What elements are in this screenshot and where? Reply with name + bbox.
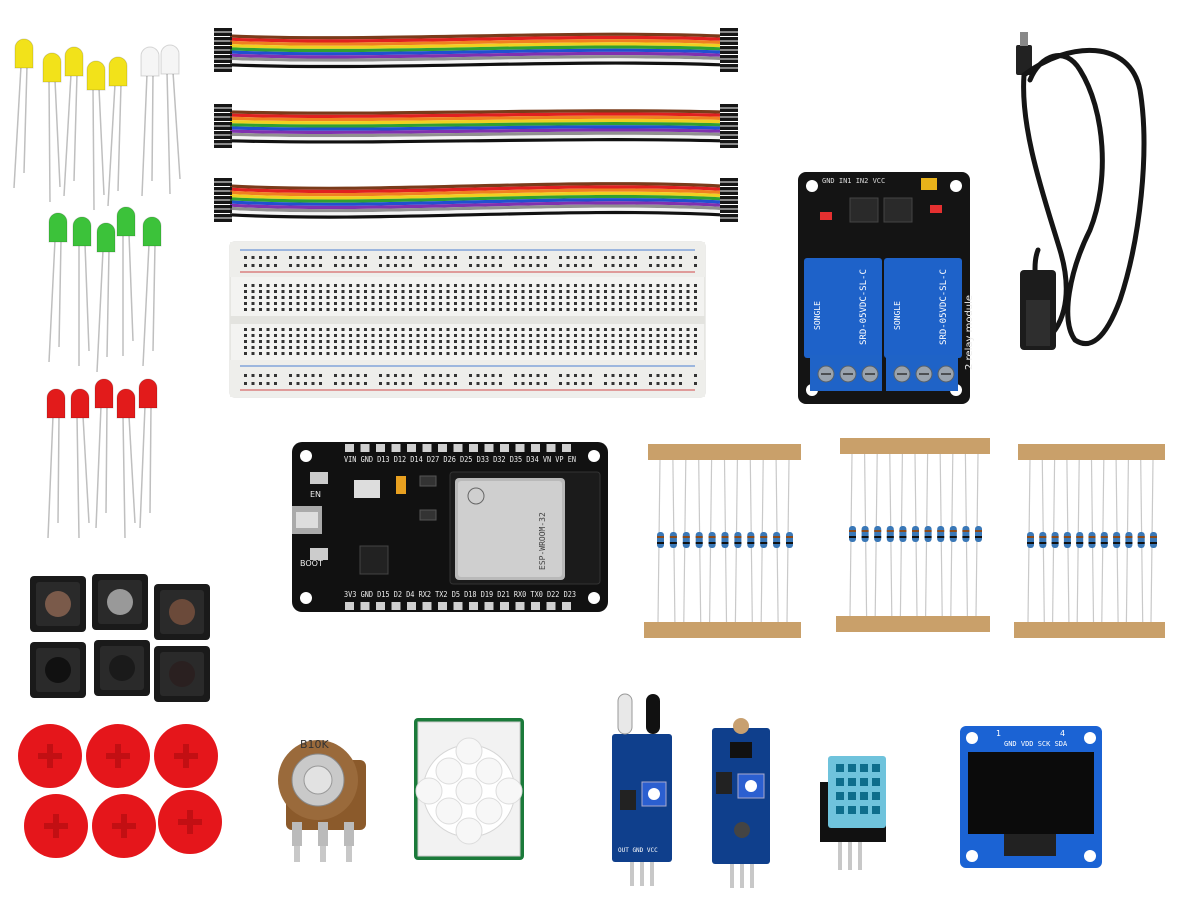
relay-header-top: GND IN1 IN2 VCC [822, 177, 885, 185]
jumper-bundle-female-female [214, 104, 738, 148]
esp32-header-pins [345, 444, 571, 610]
tactile-button [30, 576, 86, 632]
light-sensor-module [712, 718, 770, 888]
led-yellow [107, 56, 128, 207]
potentiometer-label: B10K [300, 738, 330, 751]
oled-pin-first: 1 [996, 729, 1001, 738]
relay-screw-terminals [817, 365, 955, 383]
resistor-strip-2 [836, 438, 990, 632]
resistor-strip-1 [644, 444, 801, 638]
led-yellow [63, 46, 84, 197]
led-green [142, 216, 162, 367]
ir-obstacle-sensor: OUT GND VCC [612, 693, 672, 886]
esp32-top-pin-labels: VIN GND D13 D12 D14 D27 D26 D25 D33 D32 … [344, 455, 576, 464]
potentiometer: B10K [278, 738, 366, 862]
led-white [140, 46, 160, 197]
relay-2-model: SRD-05VDC-SL-C [939, 269, 949, 345]
tactile-button [92, 574, 148, 630]
esp32-bottom-pin-labels: 3V3 GND D15 D2 D4 RX2 TX2 D5 D18 D19 D21… [344, 590, 576, 599]
ir-sensor-pins: OUT GND VCC [618, 847, 658, 854]
red-button-cap [158, 790, 222, 854]
led-yellow [13, 38, 34, 189]
pir-fresnel-lens [415, 737, 523, 845]
breadboard-holes [244, 256, 697, 385]
tactile-button [154, 584, 210, 640]
led-green [72, 216, 92, 366]
led-green [96, 222, 116, 373]
led-red [138, 378, 158, 529]
red-button-cap [24, 794, 88, 858]
led-yellow [42, 52, 62, 203]
led-red [94, 378, 114, 529]
esp32-en-label: EN [310, 490, 321, 499]
led-red [116, 388, 136, 539]
button-caps-red [18, 724, 222, 858]
led-green [48, 212, 68, 363]
resistor-strips [644, 438, 1165, 638]
relay-2-brand: SONGLE [893, 301, 902, 330]
led-red [70, 388, 90, 539]
led-white [160, 44, 181, 195]
esp32-dev-board: VIN GND D13 D12 D14 D27 D26 D25 D33 D32 … [292, 442, 608, 612]
red-button-cap [92, 794, 156, 858]
led-groups [13, 38, 181, 539]
relay-1-brand: SONGLE [813, 301, 822, 330]
tactile-push-buttons [30, 574, 210, 702]
tactile-button [94, 640, 150, 696]
oled-display: 1 4 GND VDD SCK SDA [960, 726, 1102, 868]
red-button-cap [86, 724, 150, 788]
jumper-bundle-male-female [214, 178, 738, 222]
dht-vents [836, 764, 880, 814]
relay-module-title: 2 relay module [964, 295, 975, 370]
relay-1-model: SRD-05VDC-SL-C [859, 269, 869, 345]
esp32-boot-label: BOOT [300, 559, 323, 568]
red-button-cap [18, 724, 82, 788]
pir-motion-sensor [414, 718, 524, 860]
relay-module: GND IN1 IN2 VCC SRD-05VDC-SL-C SRD-05VDC… [798, 172, 975, 404]
tactile-button [154, 646, 210, 702]
jumper-wire-bundles [214, 28, 738, 222]
dht11-sensor [820, 756, 886, 870]
micro-usb-cable [1016, 32, 1147, 350]
oled-pin-labels: GND VDD SCK SDA [1004, 740, 1068, 748]
led-green [116, 206, 136, 356]
resistor-strip-3 [1014, 444, 1165, 638]
oled-pin-last: 4 [1060, 729, 1065, 738]
red-button-cap [154, 724, 218, 788]
led-red [46, 388, 66, 539]
led-yellow [86, 60, 106, 211]
tactile-button [30, 642, 86, 698]
esp32-module-label: ESP-WROOM-32 [538, 512, 547, 570]
jumper-bundle-male-male [214, 28, 738, 72]
breadboard [229, 241, 706, 398]
